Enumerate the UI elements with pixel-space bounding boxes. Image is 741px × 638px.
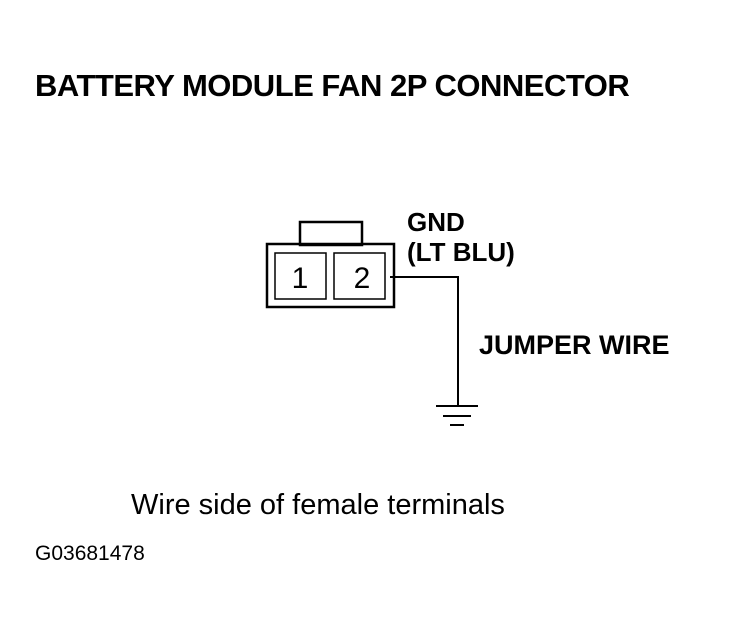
pin-number-1: 1 xyxy=(292,262,309,295)
diagram-caption: Wire side of female terminals xyxy=(131,489,505,521)
pin-number-2: 2 xyxy=(354,262,371,295)
figure-code: G03681478 xyxy=(35,542,145,565)
ground-icon xyxy=(436,405,478,426)
terminal-cavity-1 xyxy=(274,252,327,300)
jumper-wire-label: JUMPER WIRE xyxy=(479,330,670,360)
gnd-pin-label: GND (LT BLU) xyxy=(407,207,515,267)
diagram-title: BATTERY MODULE FAN 2P CONNECTOR xyxy=(35,68,630,103)
gnd-label-line1: GND xyxy=(407,207,465,237)
terminal-cavity-2 xyxy=(333,252,386,300)
gnd-label-line2: (LT BLU) xyxy=(407,237,515,267)
connector-body xyxy=(265,242,396,309)
connector-latch xyxy=(298,220,364,247)
jumper-wire xyxy=(390,276,459,406)
